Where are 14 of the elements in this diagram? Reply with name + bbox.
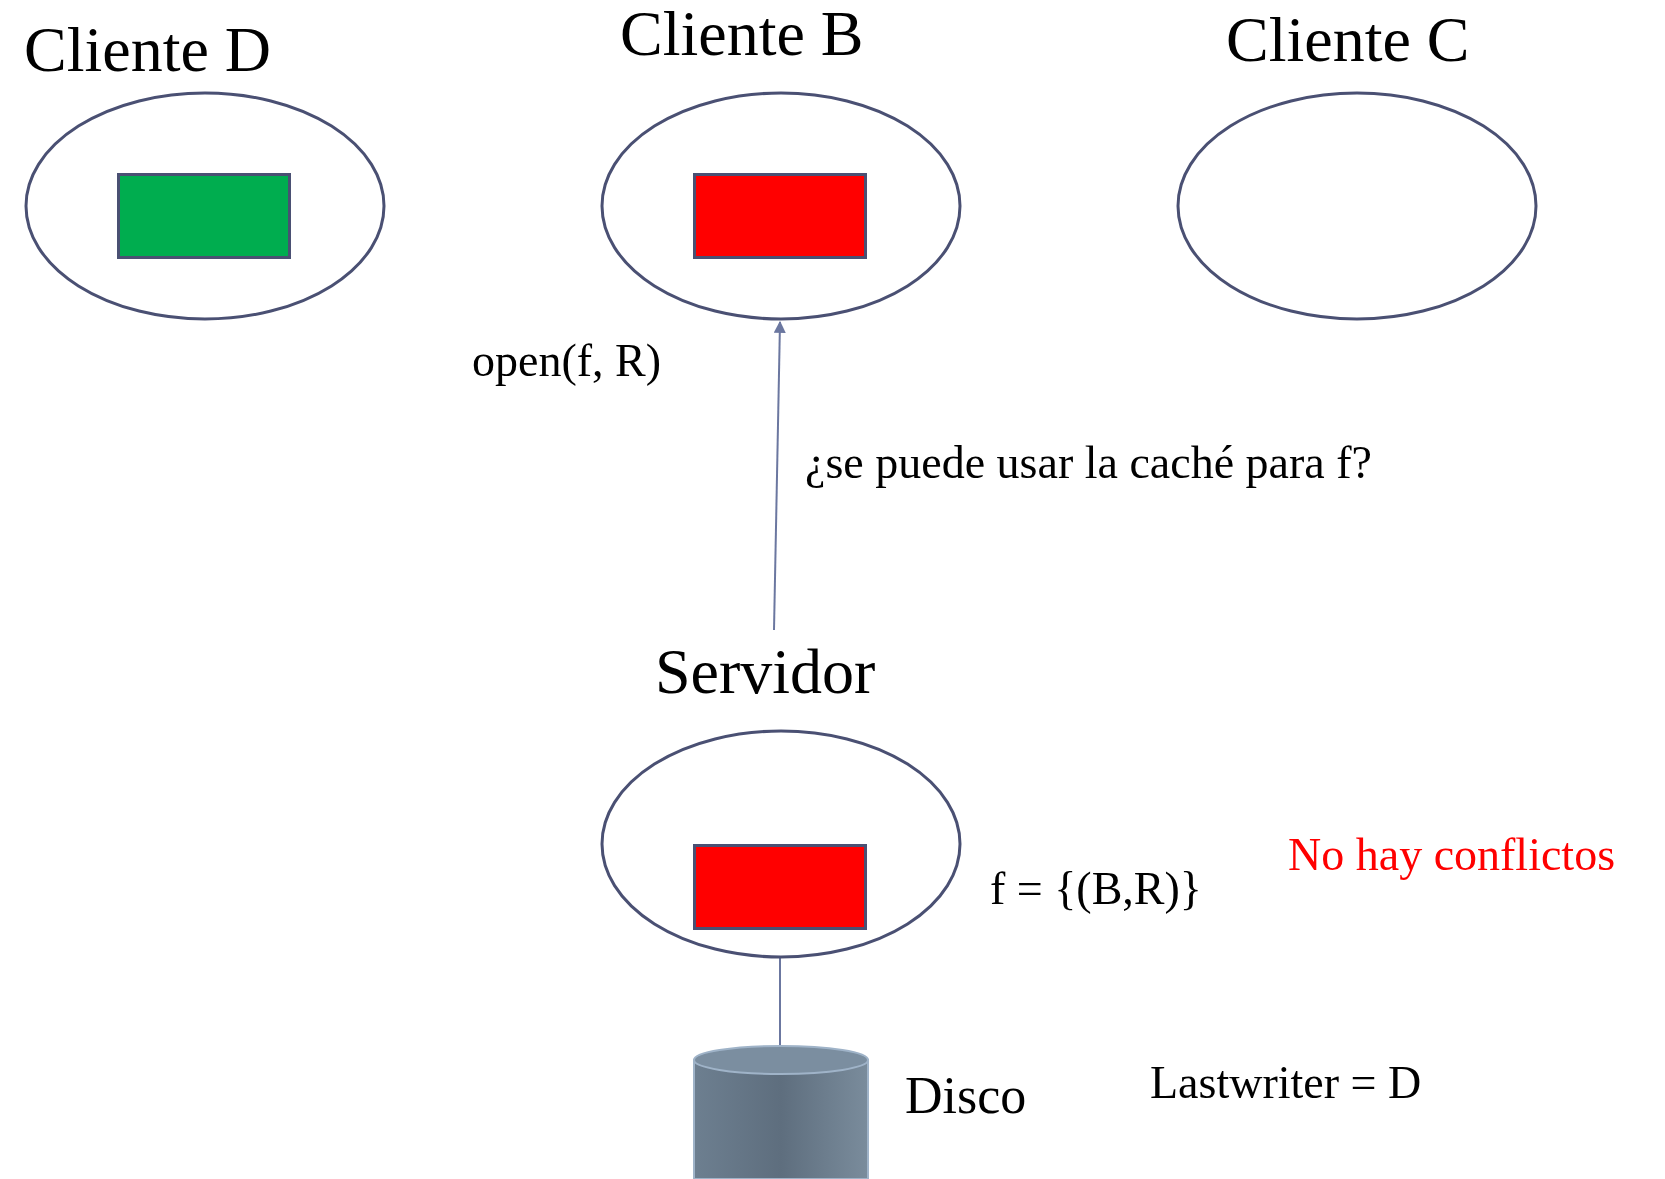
node-title: Cliente D bbox=[24, 18, 272, 82]
note-text: Lastwriter = D bbox=[1150, 1060, 1422, 1106]
node-title: Cliente C bbox=[1226, 8, 1470, 72]
file-block bbox=[117, 173, 291, 259]
note-text: open(f, R) bbox=[472, 338, 662, 384]
file-block bbox=[693, 844, 867, 930]
node-title: Cliente B bbox=[620, 2, 864, 66]
file-block bbox=[693, 173, 867, 259]
disk-label: Disco bbox=[905, 1070, 1027, 1122]
note-text: f = {(B,R)} bbox=[990, 866, 1202, 912]
arrow bbox=[773, 320, 786, 631]
note-text: No hay conflictos bbox=[1288, 832, 1616, 878]
connector-line bbox=[779, 957, 781, 1047]
node-title: Servidor bbox=[655, 640, 876, 704]
